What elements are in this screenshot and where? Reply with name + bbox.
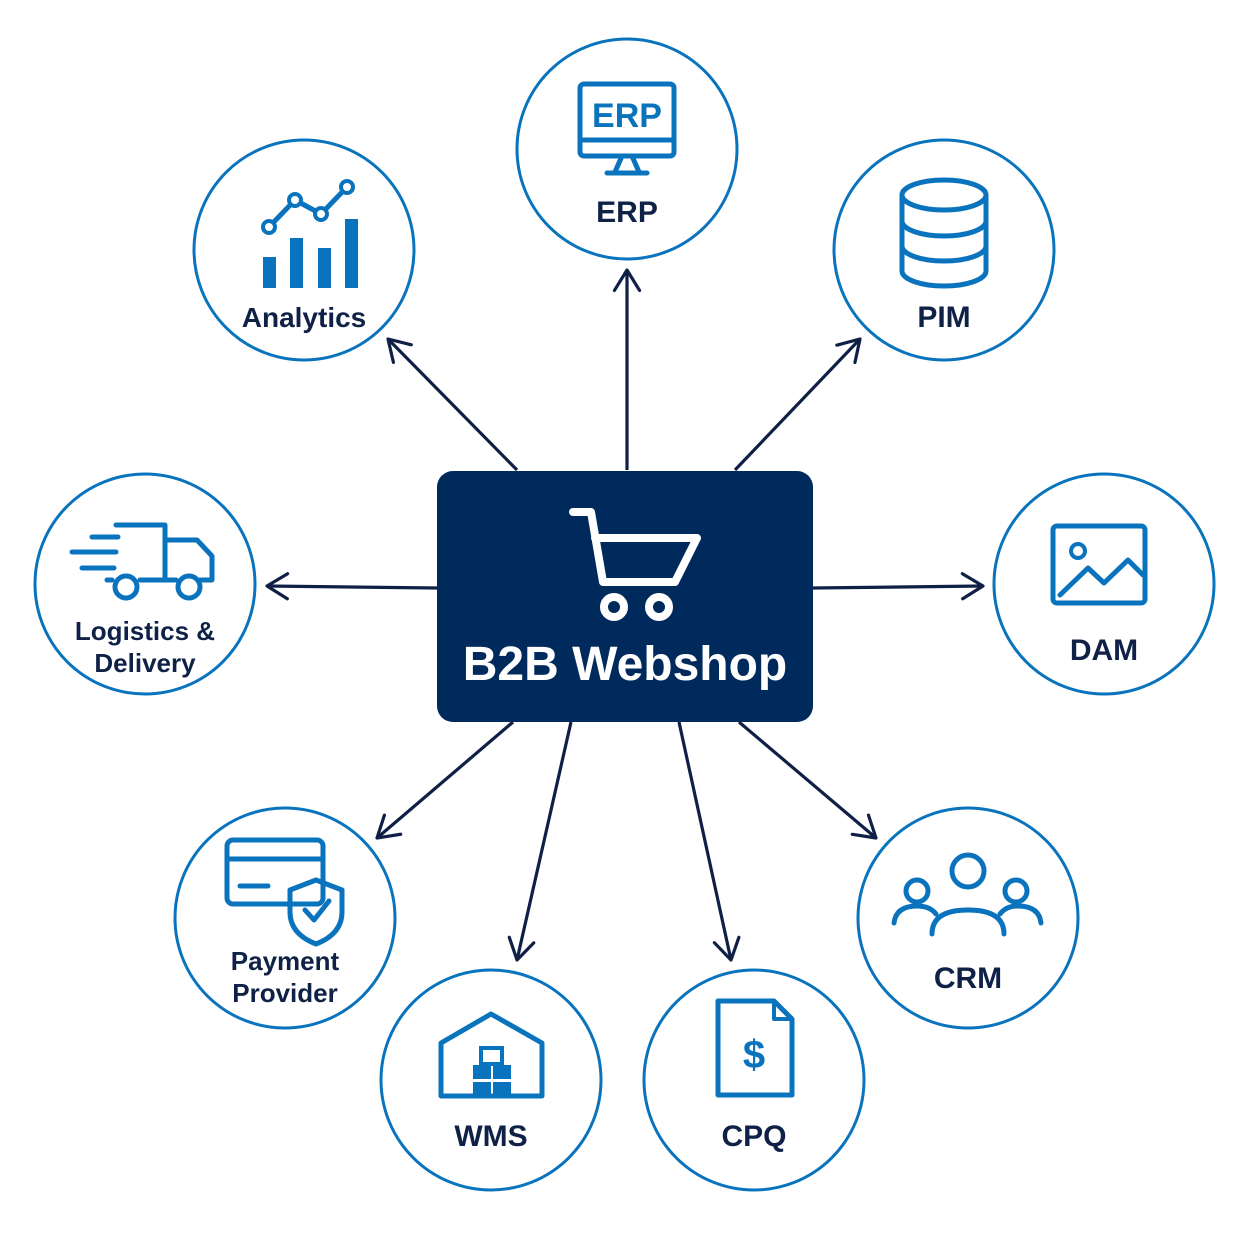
- hub-title: B2B Webshop: [463, 638, 787, 691]
- node-wms-label: WMS: [454, 1120, 527, 1153]
- node-erp: ERP ERP: [515, 37, 739, 261]
- connector-wms: [515, 721, 573, 961]
- image-icon: [1050, 523, 1148, 606]
- connector-logistics: [266, 584, 438, 590]
- arrowhead-crm: [850, 813, 878, 840]
- connector-dam: [812, 584, 984, 590]
- node-analytics-label: Analytics: [242, 302, 367, 333]
- hub-box: [437, 471, 813, 722]
- connector-pim: [733, 337, 862, 472]
- node-crm: CRM: [856, 806, 1080, 1030]
- node-analytics: Analytics: [192, 138, 416, 362]
- hub-webshop: B2B Webshop: [437, 471, 813, 722]
- database-icon: [899, 177, 989, 289]
- arrowhead-payment: [375, 813, 403, 840]
- dollar-sign-text: $: [743, 1033, 765, 1077]
- arrowhead-dam: [960, 572, 985, 601]
- node-erp-label: ERP: [596, 196, 658, 229]
- credit-card-shield-icon: [224, 837, 345, 947]
- arrowhead-erp: [612, 268, 642, 293]
- connector-crm: [737, 720, 878, 840]
- node-crm-label: CRM: [934, 962, 1002, 995]
- warehouse-icon: [438, 1011, 545, 1099]
- node-pim-label: PIM: [917, 301, 970, 334]
- shopping-cart-icon: [569, 508, 701, 621]
- node-pim: PIM: [832, 138, 1056, 362]
- arrowhead-logistics: [265, 572, 290, 601]
- connector-payment: [375, 720, 515, 840]
- connector-cpq: [677, 721, 733, 961]
- connector-analytics: [386, 337, 519, 472]
- bar-line-chart-icon: [261, 179, 358, 288]
- node-cpq: $ CPQ: [642, 968, 866, 1192]
- node-logistics: Logistics & Delivery: [33, 472, 257, 696]
- delivery-truck-icon: [69, 522, 215, 601]
- node-dam-label: DAM: [1070, 634, 1138, 667]
- node-cpq-label: CPQ: [721, 1120, 786, 1153]
- arrowhead-wms: [507, 935, 536, 962]
- arrowhead-analytics: [386, 337, 413, 364]
- connectors: [265, 268, 985, 962]
- node-payment-label-line2: Provider: [232, 978, 338, 1008]
- people-group-icon: [891, 852, 1044, 937]
- arrowhead-cpq: [712, 935, 741, 962]
- erp-monitor-text: ERP: [592, 97, 662, 135]
- node-logistics-label-line1: Logistics &: [75, 616, 215, 646]
- arrowhead-pim: [835, 337, 862, 365]
- node-logistics-label-line2: Delivery: [94, 648, 196, 678]
- node-payment-label-line1: Payment: [231, 946, 340, 976]
- node-wms: WMS: [379, 968, 603, 1192]
- erp-monitor-icon: ERP: [577, 81, 677, 176]
- node-payment: Payment Provider: [173, 806, 397, 1030]
- node-dam: DAM: [992, 472, 1216, 696]
- dollar-document-icon: $: [715, 998, 795, 1098]
